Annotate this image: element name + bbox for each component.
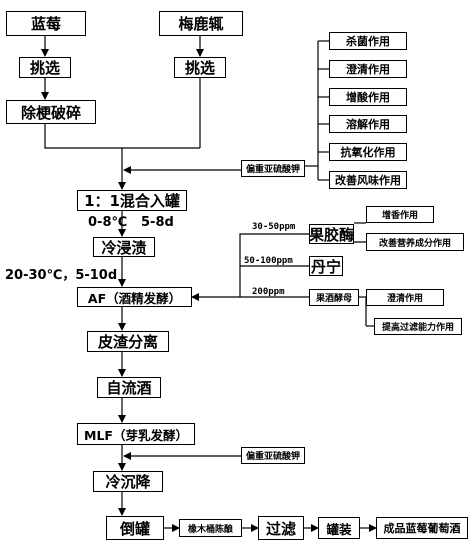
node-pectinase: 果胶酶 — [309, 224, 355, 244]
effect-dissolve: 溶解作用 — [329, 115, 407, 133]
label-pectinase-dose: 30-50ppm — [252, 222, 296, 232]
label-af-condition: 20-30℃，5-10d — [5, 268, 118, 283]
node-mlf: MLF（芽乳发酵） — [77, 423, 195, 445]
node-mix: 1：1混合入罐 — [77, 190, 187, 211]
node-kiwi: 梅鹿辄 — [159, 11, 243, 36]
effect-flavor: 改善风味作用 — [329, 171, 407, 189]
node-destem: 除梗破碎 — [6, 100, 96, 124]
node-cold-soak: 冷浸渍 — [93, 237, 155, 257]
node-free-run: 自流酒 — [97, 377, 161, 398]
node-product: 成品蓝莓葡萄酒 — [376, 517, 468, 539]
effect-yeast-clarify: 澄清作用 — [366, 289, 444, 306]
node-so2-bottom: 偏重亚硫酸钾 — [241, 447, 305, 464]
label-tannin-dose: 50-100ppm — [244, 256, 293, 266]
node-filter: 过滤 — [258, 516, 304, 540]
effect-nutrition: 改善营养成分作用 — [366, 233, 464, 251]
effect-antioxidant: 抗氧化作用 — [329, 143, 407, 161]
effect-clarify: 澄清作用 — [329, 60, 407, 78]
effect-aroma: 增香作用 — [366, 206, 434, 223]
node-cold-settle: 冷沉降 — [93, 471, 163, 492]
effect-sterilize: 杀菌作用 — [329, 32, 407, 50]
node-rack: 倒罐 — [106, 516, 164, 540]
node-oak-age: 橡木桶陈酿 — [179, 519, 242, 537]
node-bottle: 罐装 — [318, 517, 360, 539]
line-pectinase — [239, 233, 309, 297]
node-separation: 皮渣分离 — [87, 331, 169, 352]
effect-acid: 增酸作用 — [329, 88, 407, 106]
line-destem-merge — [44, 124, 200, 149]
node-af: AF（酒精发酵） — [77, 287, 192, 307]
node-sort-left: 挑选 — [19, 57, 71, 78]
effect-filterability: 提高过滤能力作用 — [374, 318, 462, 335]
label-yeast-dose: 200ppm — [252, 287, 285, 297]
node-so2-top: 偏重亚硫酸钾 — [241, 160, 305, 177]
node-sort-right: 挑选 — [174, 57, 226, 78]
label-cold-temp: 0-8℃ — [88, 215, 128, 230]
node-blueberry: 蓝莓 — [6, 11, 86, 36]
label-cold-days: 5-8d — [141, 215, 174, 230]
node-yeast: 果酒酵母 — [309, 289, 359, 306]
node-tannin: 丹宁 — [309, 256, 343, 276]
